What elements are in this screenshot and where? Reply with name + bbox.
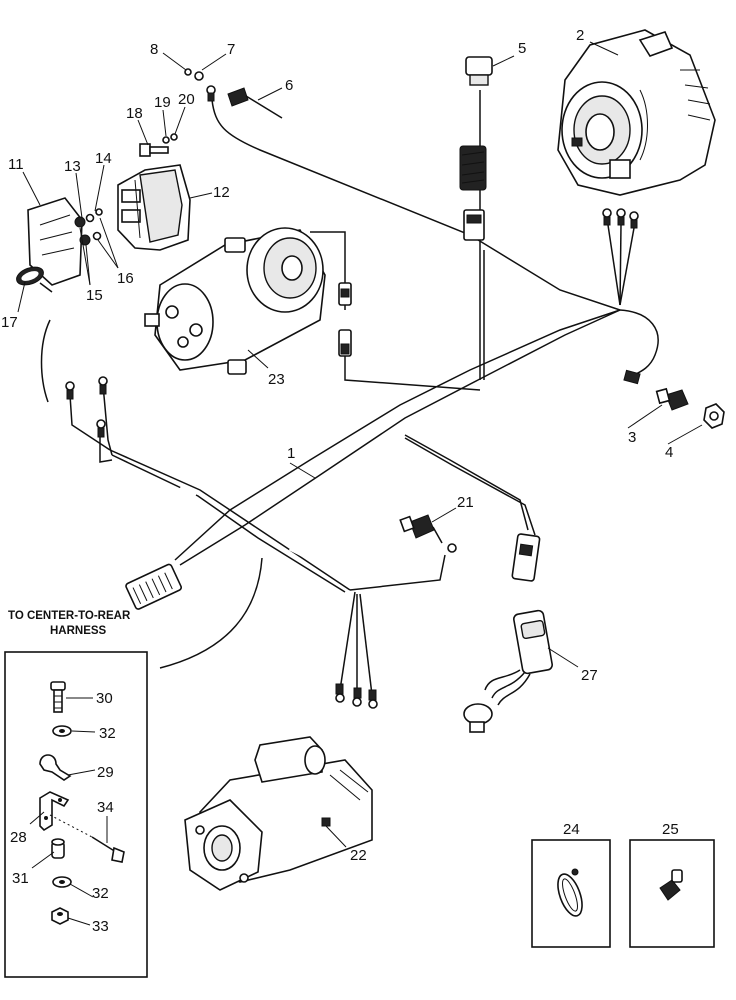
callout-16: 16 xyxy=(117,270,134,287)
switch-21 xyxy=(399,514,443,544)
tie-24 xyxy=(557,868,583,917)
callout-31: 31 xyxy=(12,870,29,887)
alternator xyxy=(557,29,716,196)
callout-12: 12 xyxy=(213,184,230,201)
hardware-kit-box xyxy=(4,651,148,978)
main-harness xyxy=(40,90,659,709)
callout-13: 13 xyxy=(64,158,81,175)
nut-33 xyxy=(51,907,69,925)
spacer-31 xyxy=(51,838,65,859)
note-line-1: TO CENTER-TO-REAR xyxy=(8,610,131,622)
note-line-2: HARNESS xyxy=(50,625,107,637)
bracket-28 xyxy=(39,791,70,832)
callout-20: 20 xyxy=(178,91,195,108)
leader-lines xyxy=(17,41,703,926)
washer-32-bottom xyxy=(52,876,72,888)
bolt-18 xyxy=(139,143,169,157)
washer-16 xyxy=(92,231,102,241)
callouts: 1 2 3 4 5 6 7 8 11 12 13 14 15 16 17 18 … xyxy=(1,27,679,935)
assembly-line xyxy=(49,814,93,838)
callout-21: 21 xyxy=(457,494,474,511)
washer-19 xyxy=(162,136,170,144)
callout-7: 7 xyxy=(227,41,235,58)
callout-17: 17 xyxy=(1,314,18,331)
callout-8: 8 xyxy=(150,41,158,58)
callout-3: 3 xyxy=(628,429,636,446)
callout-15: 15 xyxy=(86,287,103,304)
washer-32-top xyxy=(52,725,72,737)
callout-28: 28 xyxy=(10,829,27,846)
nut-4 xyxy=(703,403,725,429)
starter-22 xyxy=(184,736,373,891)
callout-29: 29 xyxy=(97,764,114,781)
callout-19: 19 xyxy=(154,94,171,111)
callout-24: 24 xyxy=(563,821,580,838)
cover-11 xyxy=(27,197,83,286)
callout-34: 34 xyxy=(97,799,114,816)
callout-27: 27 xyxy=(581,667,598,684)
bolt-30 xyxy=(50,681,66,713)
box-24 xyxy=(531,839,611,948)
box-25 xyxy=(629,839,715,948)
callout-2: 2 xyxy=(576,27,584,44)
clip-25 xyxy=(659,869,683,901)
washer-8 xyxy=(184,68,192,76)
callout-25: 25 xyxy=(662,821,679,838)
sensor-27 xyxy=(463,609,553,733)
clamp-17 xyxy=(16,266,53,293)
bolt-34 xyxy=(91,836,125,863)
sender-3 xyxy=(655,387,689,411)
washer-14b xyxy=(95,208,103,216)
nut-7 xyxy=(194,71,204,81)
washer-20 xyxy=(170,133,178,141)
washer-14 xyxy=(85,213,95,223)
callout-1: 1 xyxy=(287,445,295,462)
nut-13a xyxy=(74,216,86,228)
clip-29 xyxy=(39,754,72,781)
callout-5: 5 xyxy=(518,40,526,57)
callout-4: 4 xyxy=(665,444,673,461)
callout-23: 23 xyxy=(268,371,285,388)
sender-6 xyxy=(206,85,283,119)
callout-14: 14 xyxy=(95,150,112,167)
callout-18: 18 xyxy=(126,105,143,122)
callout-32-top: 32 xyxy=(99,725,116,742)
callout-6: 6 xyxy=(285,77,293,94)
callout-32-bottom: 32 xyxy=(92,885,109,902)
sensor-5 xyxy=(459,56,493,241)
module-12 xyxy=(117,164,191,251)
callout-30: 30 xyxy=(96,690,113,707)
callout-11: 11 xyxy=(8,156,24,173)
callout-22: 22 xyxy=(350,847,367,864)
compressor-23 xyxy=(144,227,326,375)
callout-33: 33 xyxy=(92,918,109,935)
